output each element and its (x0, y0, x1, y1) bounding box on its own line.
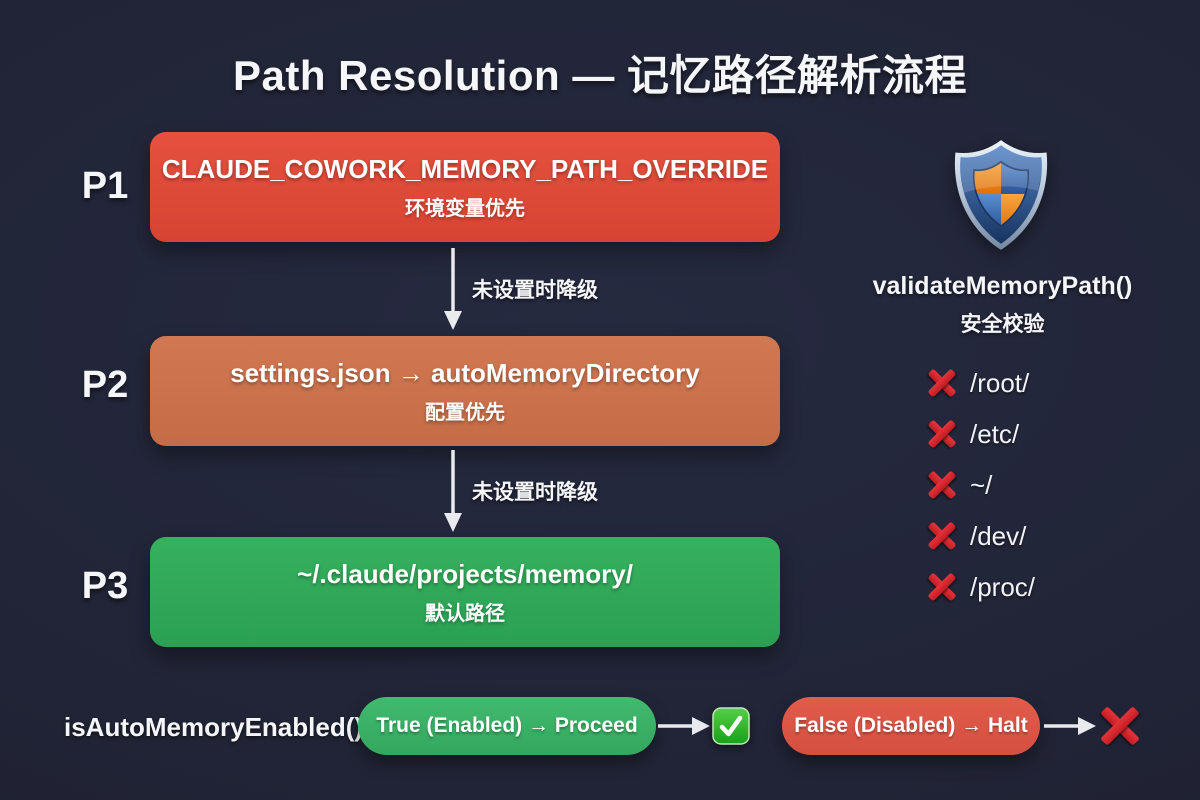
blocked-path: ~/ (970, 469, 993, 500)
check-mark-icon (712, 707, 750, 745)
cross-mark-icon (928, 471, 956, 499)
blocked-path-list: /root/ /etc/ ~/ /dev/ /proc/ (928, 368, 1035, 623)
true-branch-label: True (Enabled) → Proceed (376, 714, 638, 737)
stage-title: CLAUDE_COWORK_MEMORY_PATH_OVERRIDE (161, 153, 769, 184)
true-branch-pill: True (Enabled) → Proceed (358, 697, 656, 755)
stage-label-p1: P1 (81, 165, 129, 207)
stage-title: settings.json → autoMemoryDirectory (230, 357, 700, 388)
fallback-label: 未设置时降级 (472, 481, 598, 504)
stage-title: ~/.claude/projects/memory/ (297, 558, 633, 589)
stage-subtitle: 默认路径 (425, 602, 505, 625)
stage-label-p2: P2 (81, 364, 129, 406)
stage-subtitle: 配置优先 (425, 401, 505, 424)
false-branch-label: False (Disabled) → Halt (794, 714, 1028, 737)
blocked-path-row: /proc/ (928, 572, 1035, 602)
cross-mark-icon (928, 420, 956, 448)
blocked-path-row: /dev/ (928, 521, 1035, 551)
false-branch-pill: False (Disabled) → Halt (782, 697, 1040, 755)
down-arrow-icon (444, 248, 462, 330)
security-shield-icon (954, 140, 1048, 250)
blocked-path: /root/ (970, 367, 1030, 398)
down-arrow-icon (444, 450, 462, 532)
right-arrow-icon (1044, 717, 1096, 735)
cross-mark-icon (1100, 706, 1140, 746)
stage-subtitle: 环境变量优先 (405, 197, 525, 220)
stage-box-default-path: ~/.claude/projects/memory/ 默认路径 (150, 537, 780, 647)
right-arrow-icon (658, 717, 710, 735)
cross-mark-icon (928, 522, 956, 550)
fallback-label: 未设置时降级 (472, 279, 598, 302)
stage-box-settings-json: settings.json → autoMemoryDirectory 配置优先 (150, 336, 780, 446)
validator-function-name: validateMemoryPath() (872, 272, 1133, 300)
blocked-path-row: /root/ (928, 368, 1035, 398)
blocked-path: /proc/ (970, 571, 1036, 602)
blocked-path: /etc/ (970, 418, 1020, 449)
blocked-path-row: ~/ (928, 470, 1035, 500)
validator-subtitle: 安全校验 (960, 313, 1045, 336)
page-title: Path Resolution — 记忆路径解析流程 (232, 52, 967, 99)
gate-function-name: isAutoMemoryEnabled() (64, 712, 364, 742)
cross-mark-icon (928, 573, 956, 601)
cross-mark-icon (928, 369, 956, 397)
blocked-path-row: /etc/ (928, 419, 1035, 449)
stage-box-env-override: CLAUDE_COWORK_MEMORY_PATH_OVERRIDE 环境变量优… (150, 132, 780, 242)
stage-label-p3: P3 (81, 565, 129, 607)
blocked-path: /dev/ (970, 520, 1027, 551)
